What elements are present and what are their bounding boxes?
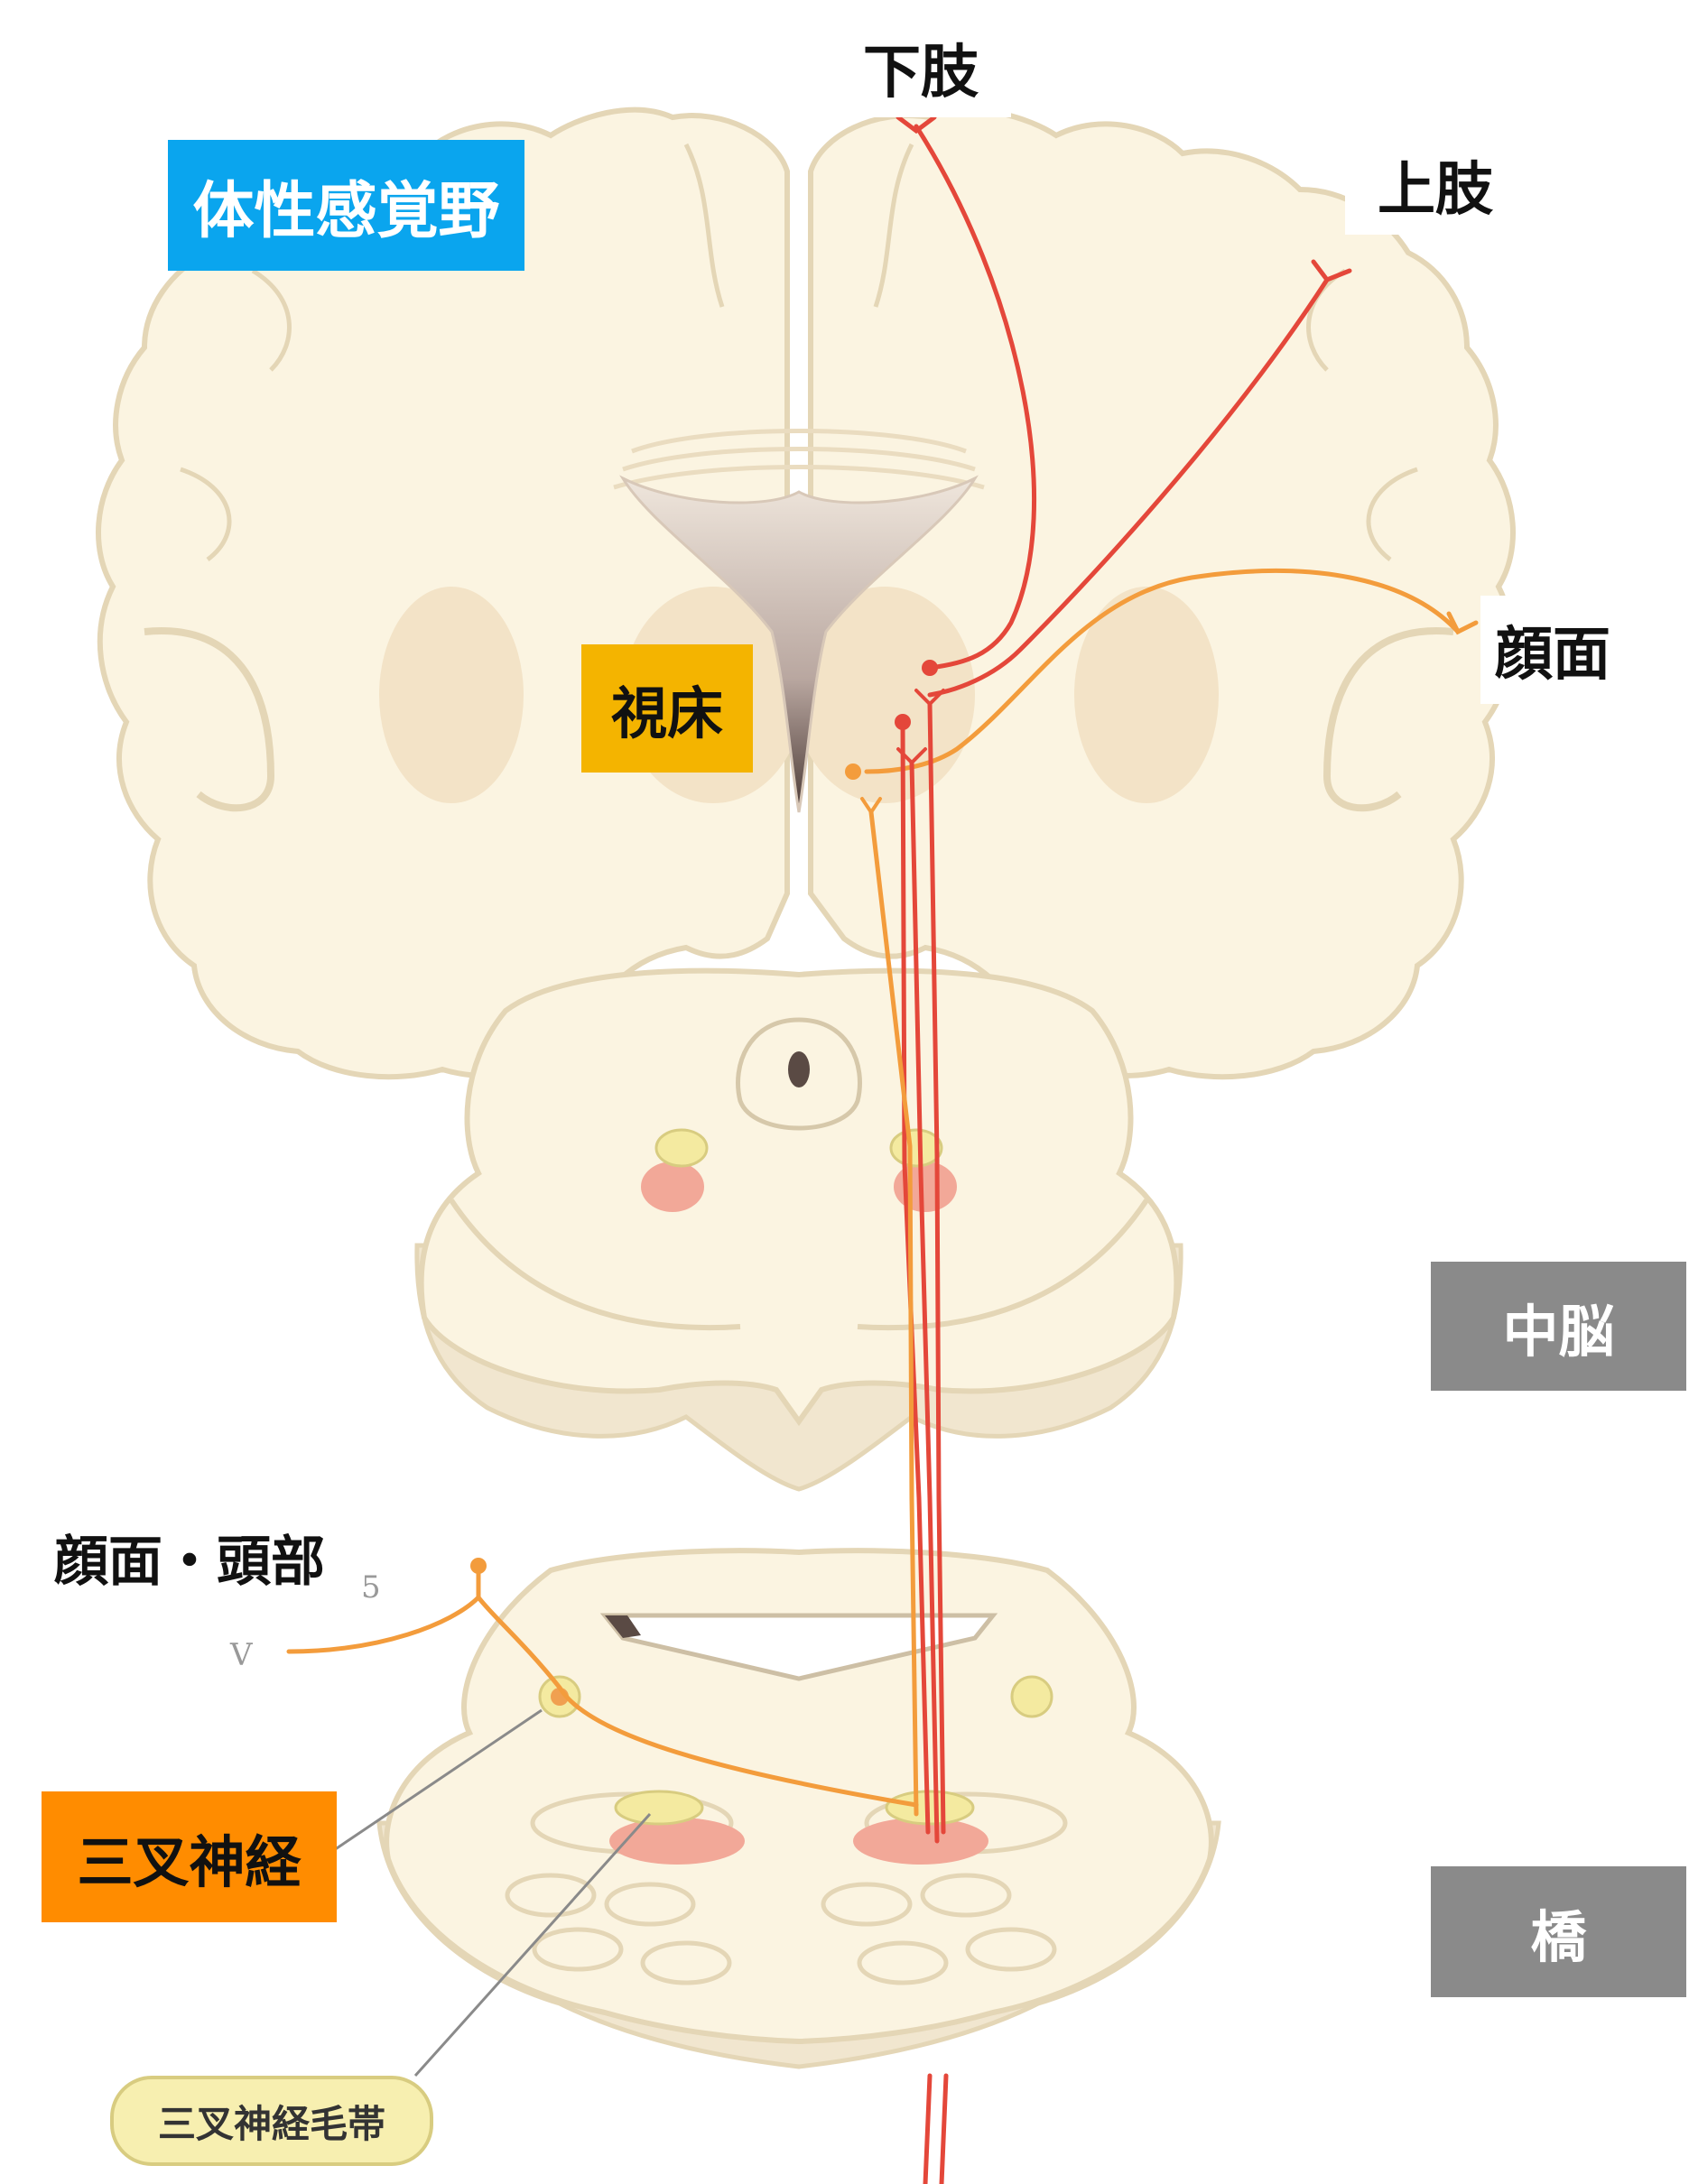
- small-5-label: 5: [361, 1569, 381, 1606]
- face-label-right: 顔面: [1480, 596, 1625, 704]
- nerve-v-label: V: [229, 1637, 254, 1673]
- trigeminal-lemniscus-pons-left: [616, 1791, 702, 1824]
- upper-limb-label: 上肢: [1345, 135, 1526, 235]
- trigeminal-lemniscus-label: 三叉神経毛帯: [110, 2076, 433, 2166]
- lower-limb-label: 下肢: [831, 18, 1011, 117]
- trigeminal-nerve-label: 三叉神経: [42, 1791, 337, 1922]
- medial-lemniscus-left: [641, 1161, 704, 1212]
- thalamus-label: 視床: [581, 644, 753, 773]
- medial-lemniscus-pons-left: [609, 1818, 745, 1865]
- trigeminal-lemniscus-right: [891, 1130, 942, 1166]
- tract-exit: [942, 2076, 946, 2184]
- trigeminal-ganglion: [470, 1558, 487, 1574]
- lentiform-nucleus-left: [379, 587, 524, 803]
- trigeminal-lemniscus-left: [656, 1130, 707, 1166]
- cerebral-aqueduct: [788, 1051, 810, 1087]
- trigeminal-main-nucleus-right: [1012, 1677, 1052, 1717]
- midbrain-section: [417, 971, 1181, 1489]
- tract-exit: [925, 2076, 930, 2184]
- pathway-lower-limb-neuron: [922, 660, 938, 676]
- relay-neuron: [845, 763, 861, 780]
- pons-label: 橋: [1431, 1866, 1686, 1997]
- somatosensory-area-label: 体性感覚野: [168, 140, 524, 271]
- face-head-label: 顔面・頭部: [27, 1507, 352, 1606]
- midbrain-label: 中脳: [1431, 1262, 1686, 1391]
